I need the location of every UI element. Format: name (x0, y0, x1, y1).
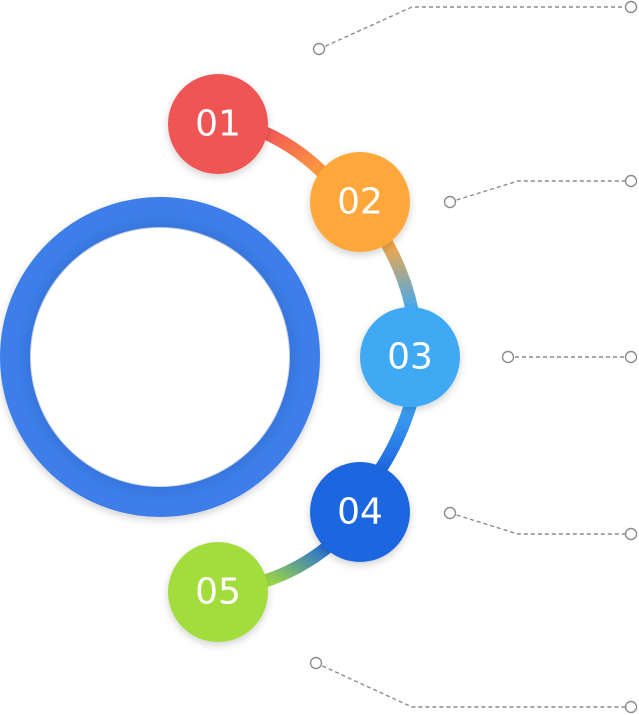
connecting-arc (255, 125, 419, 589)
step-2: 02 (310, 152, 410, 252)
step-1-circle (168, 74, 268, 174)
step-5-circle (168, 542, 268, 642)
connector-dot (624, 350, 638, 364)
connector-dot (624, 527, 638, 541)
connector-dot (624, 174, 638, 188)
step-4-number: 04 (337, 492, 383, 533)
step-3-number: 03 (387, 337, 433, 378)
connector-dot (309, 656, 323, 670)
arc-segment-4-5 (255, 538, 337, 589)
step-5: 05 (168, 542, 268, 642)
connector-dot (624, 0, 638, 14)
step-1-number: 01 (195, 104, 241, 145)
connector-2 (443, 174, 638, 209)
connector-dot (312, 42, 326, 56)
connector-5 (309, 656, 638, 714)
connector-1 (312, 0, 638, 56)
connector-dot (443, 195, 457, 209)
step-4: 04 (310, 462, 410, 562)
step-2-circle (310, 152, 410, 252)
central-ring (0, 197, 320, 517)
arc-segment-3-4 (373, 393, 419, 477)
connector-4 (443, 506, 638, 541)
connector-dot (501, 350, 515, 364)
connector-3 (501, 350, 638, 364)
step-4-circle (310, 462, 410, 562)
arc-segment-2-3 (378, 233, 419, 317)
step-3: 03 (360, 307, 460, 407)
step-5-number: 05 (195, 572, 241, 613)
step-1: 01 (168, 74, 268, 174)
connectors (309, 0, 638, 714)
connector-dot (443, 506, 457, 520)
connector-dot (624, 700, 638, 714)
step-2-number: 02 (337, 182, 383, 223)
step-3-circle (360, 307, 460, 407)
